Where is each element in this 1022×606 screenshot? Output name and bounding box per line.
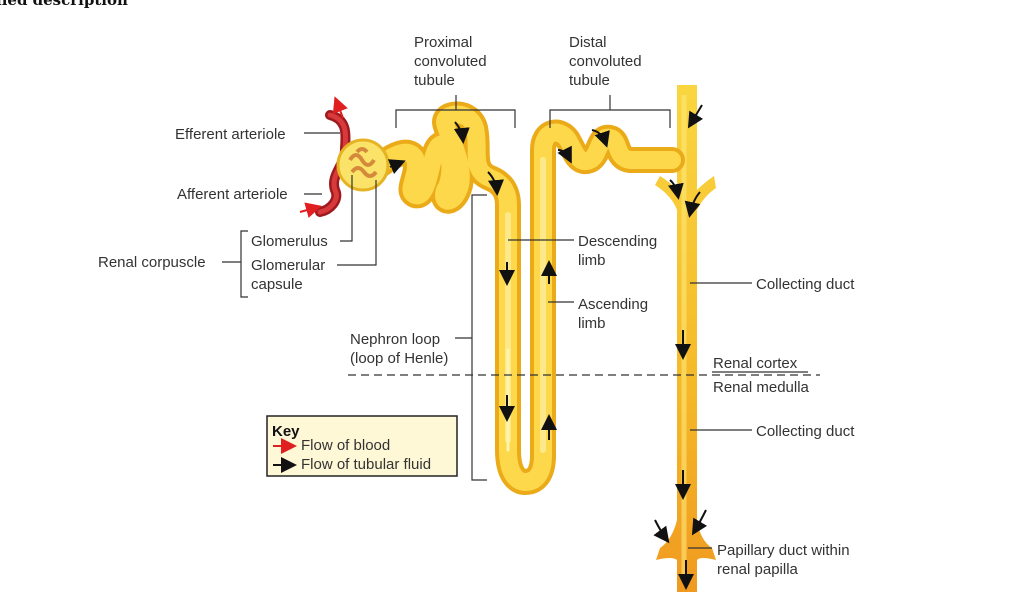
tubular-fluid-arrows: [387, 104, 708, 590]
label-papillary-duct: Papillary duct within renal papilla: [717, 542, 854, 578]
label-proximal-convoluted-tubule: Proximal convoluted tubule: [414, 34, 491, 89]
label-descending-limb: Descending limb: [578, 233, 661, 269]
label-efferent-arteriole: Efferent arteriole: [175, 126, 286, 143]
leader-lines: [222, 95, 808, 549]
key-box: Key Flow of blood Flow of tubular fluid: [266, 415, 458, 477]
label-glomerulus: Glomerulus: [251, 233, 328, 250]
label-collecting-duct-upper: Collecting duct: [756, 276, 855, 293]
key-title: Key: [272, 423, 300, 440]
label-nephron-loop: Nephron loop (loop of Henle): [350, 331, 448, 367]
key-item-fluid: Flow of tubular fluid: [301, 456, 431, 473]
label-distal-convoluted-tubule: Distal convoluted tubule: [569, 34, 646, 89]
label-renal-medulla: Renal medulla: [713, 379, 810, 396]
label-renal-cortex: Renal cortex: [713, 355, 798, 372]
label-collecting-duct-lower: Collecting duct: [756, 423, 855, 440]
label-ascending-limb: Ascending limb: [578, 296, 652, 332]
key-item-blood: Flow of blood: [301, 437, 390, 454]
label-renal-corpuscle: Renal corpuscle: [98, 254, 206, 271]
glomerulus-shape: [348, 147, 378, 178]
blood-flow-arrow: [332, 96, 348, 119]
blood-flow-arrow: [299, 202, 322, 218]
renal-corpuscle: [315, 110, 390, 217]
page-heading: iled description: [0, 0, 128, 9]
label-glomerular-capsule: Glomerular capsule: [251, 257, 329, 293]
label-afferent-arteriole: Afferent arteriole: [177, 186, 288, 203]
